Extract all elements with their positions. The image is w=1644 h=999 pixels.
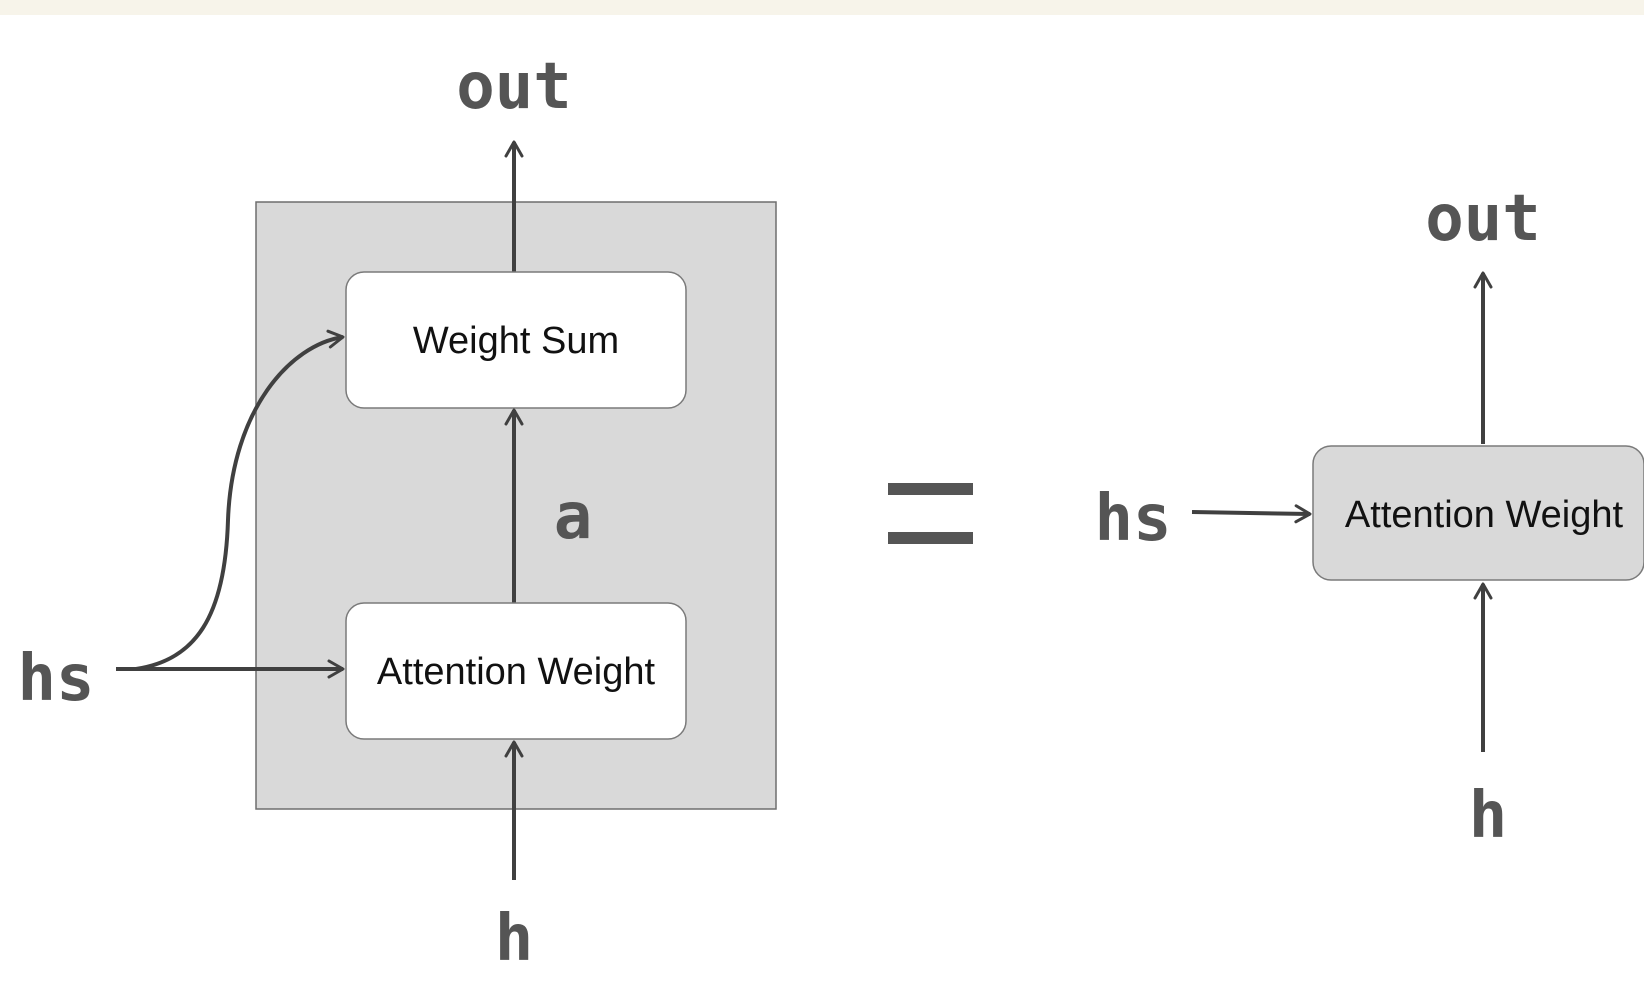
attention-weight-label-right: Attention Weight <box>1345 494 1624 536</box>
h-label-left: h <box>495 902 534 976</box>
attention-weight-label-left: Attention Weight <box>377 651 656 693</box>
equals-sign <box>888 483 973 544</box>
left-diagram: out Weight Sum a Attention Weight h hs <box>17 50 777 976</box>
out-label-right: out <box>1425 182 1541 256</box>
top-band <box>0 0 1644 15</box>
weight-sum-node <box>345 271 687 409</box>
a-label: a <box>554 480 593 554</box>
attention-weight-node-left <box>345 602 687 740</box>
attention-weight-node-right <box>1312 445 1644 581</box>
h-label-right: h <box>1469 779 1508 853</box>
equals-bar-top <box>888 483 973 495</box>
hs-label-right: hs <box>1094 482 1171 556</box>
weight-sum-label: Weight Sum <box>413 320 619 362</box>
out-label-left: out <box>456 50 572 124</box>
hs-arrow-right <box>1191 504 1312 524</box>
right-diagram: out Attention Weight hs h <box>1094 182 1644 853</box>
hs-to-weight-sum-arrow <box>135 329 345 671</box>
equals-bar-bottom <box>888 532 973 544</box>
hs-label-left: hs <box>17 642 94 716</box>
